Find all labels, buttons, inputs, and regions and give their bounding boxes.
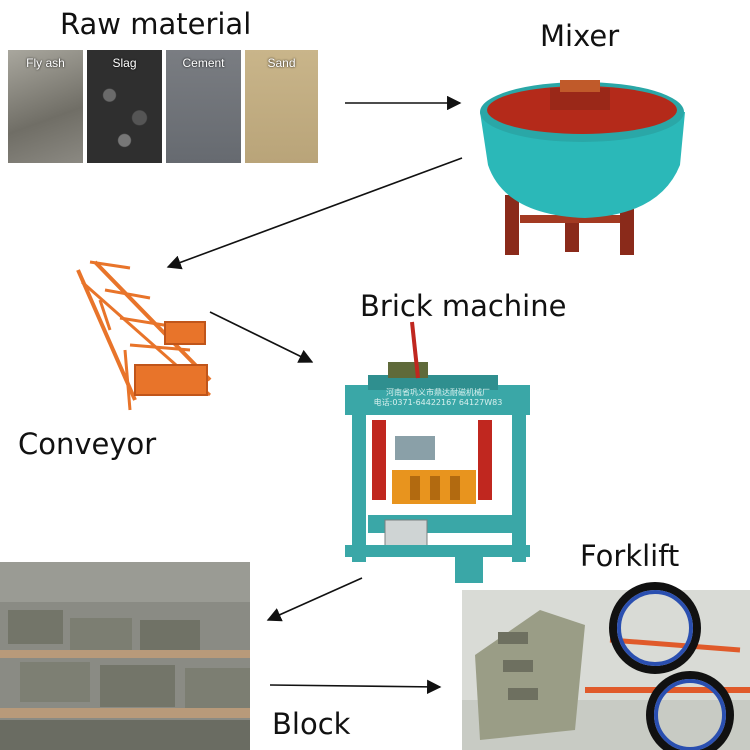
raw-material-panel: Fly ash Slag Cement Sand (6, 50, 318, 167)
raw-material-tile-fly-ash: Fly ash (8, 50, 83, 163)
forklift-illustration (462, 582, 750, 750)
raw-material-tile-cement: Cement (166, 50, 241, 163)
tile-label-fly-ash: Fly ash (26, 56, 65, 70)
raw-material-tile-slag: Slag (87, 50, 162, 163)
forklift-label: Forklift (580, 539, 680, 573)
raw-material-label: Raw material (60, 7, 252, 41)
arrow-conveyor-to-machine (209, 311, 314, 363)
conveyor-label: Conveyor (18, 427, 157, 461)
tile-label-cement: Cement (182, 56, 225, 70)
arrow-mixer-to-conveyor (166, 157, 463, 270)
brick-machine-illustration (345, 321, 530, 583)
block-pile-illustration (0, 562, 250, 750)
arrow-block-to-forklift (269, 679, 442, 695)
raw-material-tile-sand: Sand (245, 50, 318, 163)
machine-sign-line-1: 河南省巩义市鼎达耐磁机械厂 (386, 388, 490, 397)
tile-label-slag: Slag (112, 56, 137, 70)
brick-machine-label: Brick machine (360, 289, 567, 323)
mixer-illustration (480, 80, 685, 255)
tile-label-sand: Sand (267, 56, 296, 70)
machine-sign-line-2: 电话:0371-64422167 64127W83 (373, 398, 503, 407)
arrow-machine-to-block (266, 577, 363, 622)
mixer-label: Mixer (540, 19, 620, 53)
flow-arrows (166, 95, 463, 695)
machine-sign: 河南省巩义市鼎达耐磁机械厂 电话:0371-64422167 64127W83 (352, 388, 524, 408)
conveyor-illustration (76, 260, 212, 411)
block-label: Block (272, 707, 351, 741)
